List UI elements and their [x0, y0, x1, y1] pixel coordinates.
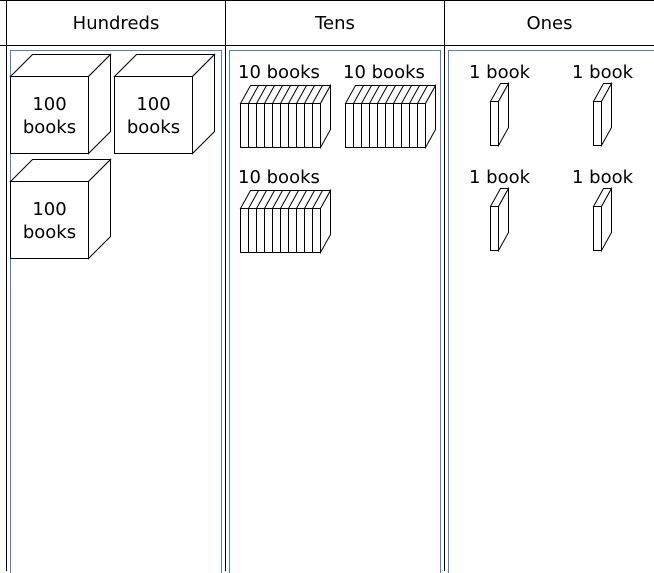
ones-panel: 1 book 1 book 1 book 1 book	[445, 46, 654, 573]
tens-panel: 10 books 10 books 10 books	[226, 46, 444, 573]
book-top-edge-line	[256, 190, 267, 209]
book-top-edge-line	[256, 85, 267, 104]
book-top-edge-line	[409, 85, 420, 104]
book-top-edge-line	[304, 85, 315, 104]
column-header-ones: Ones	[526, 12, 573, 34]
book-top-edge-line	[312, 85, 323, 104]
ten-books-label: 10 books	[238, 167, 320, 188]
column-header-row: Hundreds Tens Ones	[0, 0, 654, 46]
book-top-edge-line	[296, 190, 307, 209]
ten-books-label: 10 books	[238, 62, 320, 83]
book-stack-icon	[344, 83, 437, 150]
book-top-edge-line	[393, 85, 404, 104]
book-icon	[489, 186, 510, 253]
one-book-label: 1 book	[572, 62, 634, 83]
hundred-box-number: 100	[32, 199, 67, 220]
book-top-edge-line	[248, 85, 259, 104]
book-top-edge-line	[377, 85, 388, 104]
book-top-edge-line	[288, 190, 299, 209]
book-top-edge-line	[353, 85, 364, 104]
book-icon	[489, 81, 510, 148]
tens-panel-frame	[229, 50, 441, 573]
hundred-box-unit: books	[22, 222, 77, 243]
hundred-books-box: 100 books	[9, 53, 120, 164]
book-stack-icon	[239, 188, 332, 255]
cube-icon	[9, 53, 112, 155]
book-top-edge-line	[288, 85, 299, 104]
book-top-edge-line	[280, 85, 291, 104]
book-top-edge-line	[272, 85, 283, 104]
book-stack-icon	[239, 83, 332, 150]
book-top-edge-line	[401, 85, 412, 104]
column-header-hundreds: Hundreds	[72, 12, 160, 34]
book-top-edge-line	[417, 85, 428, 104]
book-top-edge-line	[248, 190, 259, 209]
column-header-tens: Tens	[315, 12, 355, 34]
cube-icon	[113, 53, 216, 155]
book-top-edge-line	[280, 190, 291, 209]
one-book-label: 1 book	[572, 167, 634, 188]
cube-icon	[9, 158, 112, 260]
one-book-label: 1 book	[469, 167, 531, 188]
book-top-edge-line	[385, 85, 396, 104]
book-top-edge-line	[272, 190, 283, 209]
book-top-edge-line	[361, 85, 372, 104]
hundred-box-number: 100	[136, 94, 171, 115]
book-top-edge-line	[296, 85, 307, 104]
book-icon	[592, 81, 613, 148]
book-top-edge-line	[304, 190, 315, 209]
hundred-books-box: 100 books	[113, 53, 224, 164]
hundred-box-unit: books	[126, 117, 181, 138]
hundred-box-unit: books	[22, 117, 77, 138]
ones-panel-frame	[448, 50, 654, 573]
book-top-edge-line	[369, 85, 380, 104]
hundred-books-box: 100 books	[9, 158, 120, 269]
one-book-label: 1 book	[469, 62, 531, 83]
hundreds-panel: 100 books 100 books 100 books	[7, 46, 225, 573]
ten-books-label: 10 books	[343, 62, 425, 83]
book-top-edge-line	[264, 85, 275, 104]
book-icon	[592, 186, 613, 253]
hundred-box-number: 100	[32, 94, 67, 115]
book-top-edge-line	[312, 190, 323, 209]
book-top-edge-line	[264, 190, 275, 209]
hundreds-panel-frame	[10, 50, 222, 573]
